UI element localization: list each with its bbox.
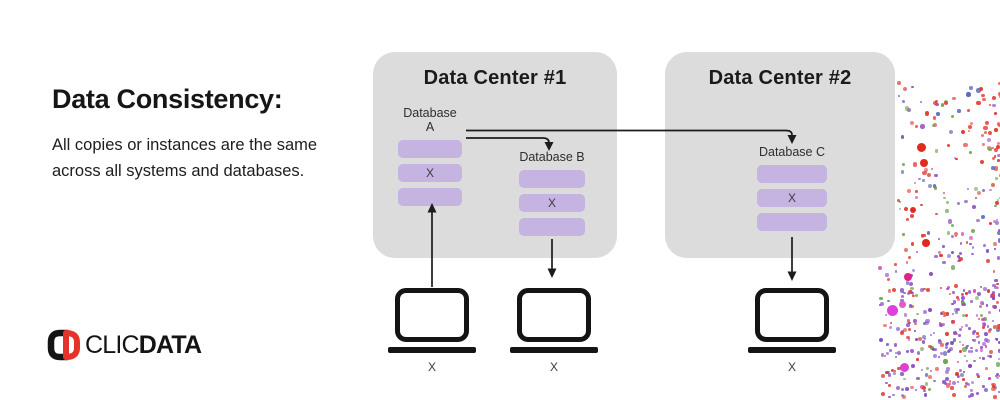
- clicdata-logo-icon: [47, 329, 80, 361]
- database-a-row-1: [398, 140, 462, 158]
- database-c-row-1: [757, 165, 827, 183]
- laptop-base: [510, 347, 598, 353]
- database-b-row-3: [519, 218, 585, 236]
- database-a: Database A X: [398, 106, 462, 206]
- page-description: All copies or instances are the same acr…: [52, 133, 317, 184]
- database-a-label: Database A: [403, 106, 457, 134]
- database-c-row-2: X: [757, 189, 827, 207]
- database-b-label: Database B: [519, 150, 585, 164]
- logo-text-clic: CLIC: [85, 331, 140, 359]
- database-c-row-3: [757, 213, 827, 231]
- client-3-mark: X: [787, 360, 796, 374]
- client-2-mark: X: [549, 360, 558, 374]
- laptop-base: [748, 347, 836, 353]
- database-b-mark: X: [547, 196, 556, 210]
- client-laptop-3: X: [748, 288, 836, 374]
- database-a-mark: X: [425, 166, 434, 180]
- database-c-mark: X: [787, 191, 796, 205]
- database-a-row-2: X: [398, 164, 462, 182]
- clicdata-logo: CLICDATA: [47, 328, 202, 362]
- data-center-2-title: Data Center #2: [708, 67, 852, 89]
- laptop-icon: [517, 288, 591, 342]
- description-line-1: All copies or instances are the same: [52, 136, 318, 154]
- client-laptop-2: X: [510, 288, 598, 374]
- clicdata-logo-text: CLICDATA: [85, 328, 202, 362]
- database-a-row-3: [398, 188, 462, 206]
- client-laptop-1: X: [388, 288, 476, 374]
- data-center-1-title: Data Center #1: [423, 67, 567, 89]
- description-line-2: across all systems and databases.: [52, 161, 305, 180]
- laptop-icon: [755, 288, 829, 342]
- client-1-mark: X: [427, 360, 436, 374]
- database-b-row-1: [519, 170, 585, 188]
- database-c-label: Database C: [758, 145, 825, 159]
- page-title: Data Consistency:: [52, 84, 283, 114]
- laptop-base: [388, 347, 476, 353]
- database-b: Database B X: [519, 150, 585, 236]
- logo-text-data: DATA: [138, 331, 202, 359]
- laptop-icon: [395, 288, 469, 342]
- database-c: Database C X: [757, 145, 827, 231]
- database-b-row-2: X: [519, 194, 585, 212]
